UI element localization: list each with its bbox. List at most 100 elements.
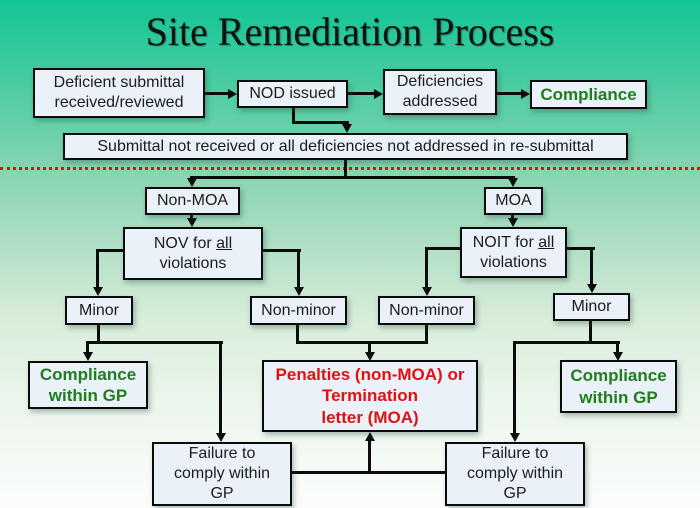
connector-moa-to-noit bbox=[511, 213, 514, 219]
underlined-text: all bbox=[538, 233, 555, 251]
node-text: GP bbox=[210, 485, 234, 502]
arrowhead-into-moa bbox=[508, 178, 518, 187]
arrowhead-into-compliance-top bbox=[521, 89, 530, 99]
node-text: Non-MOA bbox=[156, 192, 229, 209]
connector-noit-right-horizontal bbox=[565, 247, 595, 250]
connector-to-failure-right bbox=[513, 344, 516, 433]
node-moa: MOA bbox=[484, 187, 543, 215]
arrowhead-into-minor-right bbox=[587, 284, 597, 293]
node-text: NOV for all bbox=[154, 234, 232, 254]
node-minor-right: Minor bbox=[553, 293, 630, 321]
node-penalties-termination: Penalties (non-MOA) or Termination lette… bbox=[262, 360, 478, 432]
connector-nov-right-vertical bbox=[297, 249, 300, 287]
node-text: violations bbox=[480, 253, 547, 271]
connector-noit-right-vertical bbox=[590, 247, 593, 284]
node-minor-left: Minor bbox=[65, 296, 133, 325]
connector-nov-left-horizontal bbox=[96, 249, 125, 252]
connector-nonminor-left-down bbox=[296, 323, 299, 344]
node-text: Compliance bbox=[540, 84, 637, 104]
connector-to-failure-left bbox=[219, 344, 222, 433]
node-text: Compliance bbox=[39, 364, 137, 384]
node-text: received/reviewed bbox=[54, 94, 184, 111]
node-text: Termination bbox=[321, 386, 419, 406]
connector-failure-up bbox=[368, 441, 371, 472]
connector-branch-horizontal bbox=[190, 176, 515, 179]
arrowhead-into-submittal bbox=[342, 124, 352, 133]
node-text: Deficiencies bbox=[396, 73, 484, 90]
node-failure-to-comply-right: Failure to comply within GP bbox=[445, 442, 585, 506]
node-text: NOD issued bbox=[249, 85, 336, 102]
node-text: NOIT for bbox=[472, 233, 539, 251]
connector-middle-bracket bbox=[296, 341, 428, 344]
connector-nonminor-right-down bbox=[425, 323, 428, 344]
node-text: letter (MOA) bbox=[321, 407, 419, 427]
connector-to-compliance-left bbox=[86, 344, 89, 352]
arrowhead-into-failure-left bbox=[216, 433, 226, 442]
connector-nod-to-deficiencies bbox=[348, 92, 376, 95]
node-text: Failure to bbox=[188, 445, 256, 462]
arrowhead-into-nonminor-right bbox=[422, 287, 432, 296]
connector-to-compliance-right bbox=[616, 344, 619, 352]
arrowhead-into-nov bbox=[187, 218, 197, 227]
arrowhead-into-nod bbox=[228, 89, 237, 99]
node-text: violations bbox=[159, 254, 227, 272]
node-text: Submittal not received or all deficienci… bbox=[97, 137, 594, 155]
arrowhead-into-penalties-bottom bbox=[365, 432, 375, 441]
arrowhead-into-failure-right bbox=[510, 433, 520, 442]
node-text: Non-minor bbox=[261, 301, 336, 319]
node-text: Minor bbox=[571, 298, 612, 315]
node-nov-for-all-violations: NOV for all violations bbox=[123, 227, 263, 280]
page-title: Site Remediation Process bbox=[145, 9, 555, 54]
node-text: Failure to bbox=[481, 445, 549, 462]
node-text: comply within bbox=[466, 465, 564, 482]
node-compliance-within-gp-left: Compliance within GP bbox=[28, 361, 148, 409]
node-text: Deficient submittal bbox=[53, 74, 185, 91]
node-compliance-top: Compliance bbox=[530, 80, 647, 109]
node-submittal-not-received: Submittal not received or all deficienci… bbox=[63, 133, 628, 160]
connector-right-tee bbox=[513, 341, 620, 344]
node-non-moa: Non-MOA bbox=[145, 187, 240, 215]
connector-submittal-down bbox=[344, 158, 347, 179]
node-text: Minor bbox=[78, 301, 119, 319]
connector-noit-left-horizontal bbox=[425, 247, 462, 250]
connector-nov-right-horizontal bbox=[261, 249, 301, 252]
connector-nod-elbow-horizontal bbox=[292, 121, 349, 124]
node-text: MOA bbox=[495, 192, 532, 209]
connector-deficiencies-to-compliance bbox=[497, 92, 523, 95]
arrowhead-into-minor-left bbox=[93, 287, 103, 296]
node-noit-for-all-violations: NOIT for all violations bbox=[460, 227, 567, 278]
red-dotted-separator bbox=[0, 167, 700, 170]
node-compliance-within-gp-right: Compliance within GP bbox=[560, 360, 677, 413]
arrowhead-into-compliance-left bbox=[83, 352, 93, 361]
connector-nod-elbow-vertical bbox=[292, 106, 295, 124]
connector-failure-join bbox=[292, 471, 445, 474]
node-failure-to-comply-left: Failure to comply within GP bbox=[152, 442, 292, 506]
node-non-minor-right: Non-minor bbox=[378, 296, 475, 325]
arrowhead-into-deficiencies bbox=[374, 89, 383, 99]
node-text: Penalties (non-MOA) or bbox=[275, 365, 465, 385]
node-text: within GP bbox=[48, 386, 128, 405]
node-text: GP bbox=[503, 485, 527, 502]
connector-left-tee bbox=[86, 341, 223, 344]
connector-minor-left-down bbox=[97, 323, 100, 344]
connector-minor-right-down bbox=[589, 319, 592, 344]
arrowhead-into-compliance-right bbox=[613, 352, 623, 361]
node-text: Non-minor bbox=[389, 301, 464, 319]
node-non-minor-left: Non-minor bbox=[250, 296, 347, 325]
node-text: within GP bbox=[579, 387, 658, 407]
node-deficiencies-addressed: Deficiencies addressed bbox=[383, 69, 497, 115]
underlined-text: all bbox=[216, 234, 233, 252]
connector-to-penalties bbox=[368, 344, 371, 352]
node-nod-issued: NOD issued bbox=[237, 80, 348, 108]
arrowhead-into-noit bbox=[508, 218, 518, 227]
node-text: comply within bbox=[173, 465, 271, 482]
node-text: NOIT for all bbox=[473, 233, 555, 253]
arrowhead-into-non-moa bbox=[187, 178, 197, 187]
node-text: Compliance bbox=[570, 366, 667, 386]
arrowhead-into-penalties-top bbox=[365, 352, 375, 361]
connector-nonmoa-to-nov bbox=[190, 213, 193, 219]
connector-deficient-to-nod bbox=[205, 92, 230, 95]
node-deficient-submittal: Deficient submittal received/reviewed bbox=[33, 68, 205, 118]
connector-nov-left-vertical bbox=[96, 249, 99, 287]
